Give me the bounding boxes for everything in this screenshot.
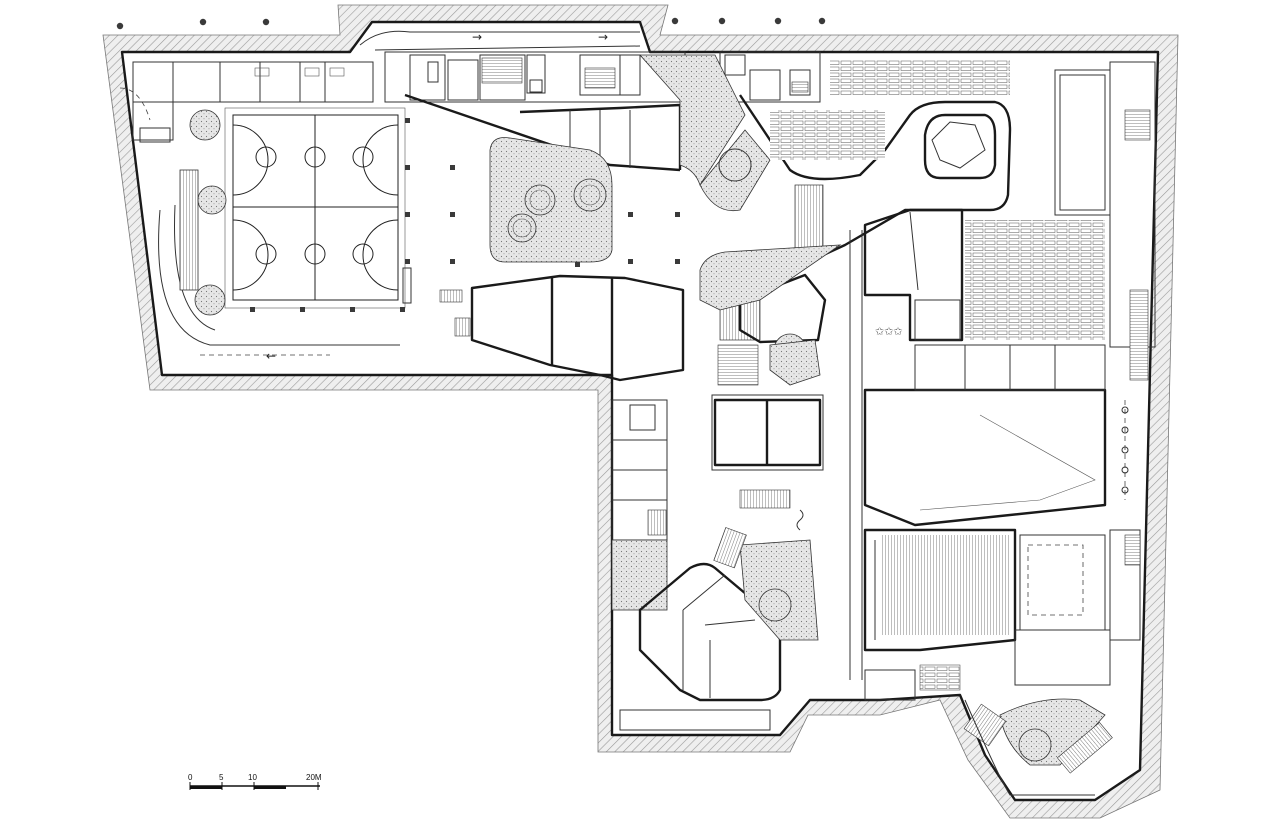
scale-bar: 0 5 10 20M [188,773,322,790]
service-rooms-north [384,51,821,103]
courtyard-east [699,129,771,212]
scale-label-5: 5 [219,773,224,782]
site-boundary-hatch [102,4,1179,819]
library-atrium [923,113,997,180]
lobby-north-wall [404,93,681,172]
library-seating-east [965,220,1105,340]
library-wall [739,94,1012,277]
gymnasium: ← [132,61,406,363]
svg-text:✩✩✩: ✩✩✩ [875,325,903,338]
mid-classroom [738,273,827,344]
direction-arrow-icon: → [472,30,482,44]
auditorium [863,528,1141,686]
exterior-columns [116,17,826,30]
direction-arrow-icon: ← [266,349,276,363]
north-corridor: → → [119,30,641,121]
admin-block [863,208,964,342]
library-seating-north [830,60,1010,96]
south-service-rooms [611,399,668,611]
scale-label-0: 0 [188,773,193,782]
scale-label-20m: 20M [306,773,322,782]
courtyard-north [639,54,746,186]
central-lobby [250,118,730,337]
exterior-wall [120,20,1160,802]
scale-label-10: 10 [248,773,257,782]
direction-arrow-icon: → [598,30,608,44]
lobby-classrooms [470,274,685,382]
stair-icon [794,184,824,256]
library-seating-west [770,110,885,160]
